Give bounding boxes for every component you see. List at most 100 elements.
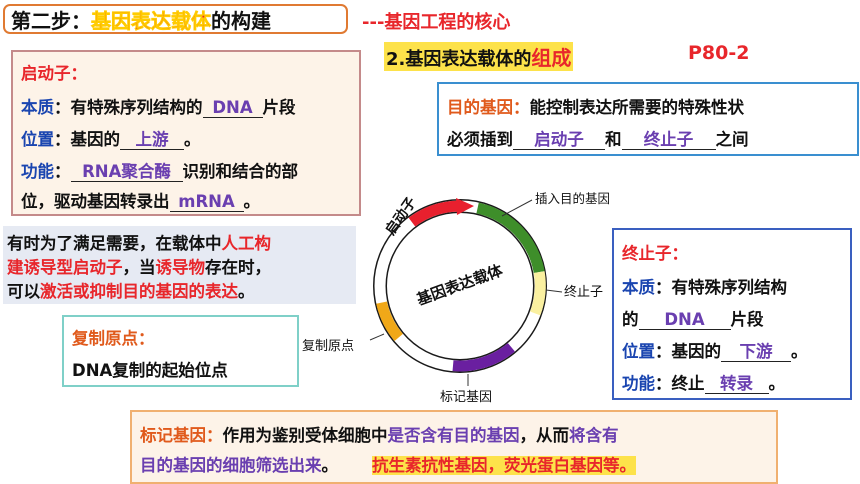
promoter-position-label: 位置 [21,130,54,149]
title-rest: 的构建 [211,9,271,33]
promoter-position-answer: 上游 [120,131,184,150]
origin-label: 复制原点： [72,329,155,348]
note-line2: 建诱导型启动子，当诱导物存在时， [7,254,271,278]
promoter-position: 位置：基因的上游。 [21,126,201,150]
note-p2: ，当 [122,258,156,277]
insert-leader-line [501,199,533,217]
terminator-position-label: 位置 [622,342,655,361]
marker-p1: 作用为鉴别受体细胞中 [222,426,388,445]
note-r3: 诱导物 [155,258,206,277]
subtitle-prefix: 2.基因表达载体的 [386,49,532,70]
terminator-nature: 本质：有特殊序列结构 [622,274,787,298]
note-box: 有时为了满足需要，在载体中人工构 建诱导型启动子，当诱导物存在时， 可以激活或抑… [3,226,356,304]
note-line1: 有时为了满足需要，在载体中人工构 [7,230,271,254]
promoter-arrow [408,200,458,227]
core-prefix: --- [362,12,385,33]
title-box: 第二步：基因表达载体的构建 [3,4,348,34]
target-line1-text: 能控制表达所需要的特殊性状 [529,98,745,117]
terminator-position-post: 。 [791,342,808,361]
diagram-terminator-label: 终止子 [564,284,603,300]
terminator-nature-line2-pre: 的 [622,310,639,329]
promoter-nature-pre: ：有特殊序列结构的 [54,98,203,117]
promoter-nature-answer: DNA [202,99,263,118]
promoter-function-answer: RNA聚合酶 [70,163,183,182]
promoter-nature-label: 本质 [21,98,54,117]
marker-purple3: 目的基因的细胞筛选出来 [140,456,322,475]
promoter-position-post: 。 [184,130,201,149]
promoter-function-label: 功能 [21,162,54,181]
origin-text: DNA复制的起始位点 [72,361,228,380]
plasmid-center-label: 基因表达载体 [413,261,506,309]
terminator-heading: 终止子： [622,244,688,263]
promoter-nature-post: 片段 [262,98,296,117]
origin-segment [376,301,404,341]
core-label: ---基因工程的核心 [362,8,510,34]
target-label: 目的基因： [447,98,530,117]
marker-purple2: 将含有 [569,426,619,445]
title-step: 第二步： [11,9,91,33]
insert-gene-segment [476,202,545,274]
marker-label: 标记基因： [140,426,223,445]
target-line2-post: 之间 [715,130,749,149]
target-gene-box: 目的基因：能控制表达所需要的特殊性状 必须插到启动子和终止子之间 [437,82,859,156]
terminator-function: 功能：终止转录。 [622,370,785,394]
terminator-nature-text: ：有特殊序列结构 [655,278,787,297]
terminator-position-pre: ：基因的 [655,342,721,361]
promoter-function-post: 识别和结合的部 [182,162,299,181]
promoter-function-line2-post: 。 [243,192,261,211]
diagram-origin-label: 复制原点 [302,339,354,354]
target-line1: 目的基因：能控制表达所需要的特殊性状 [447,94,744,118]
terminator-position-answer: 下游 [721,343,791,362]
marker-p2: ，从而 [519,426,570,445]
marker-line2: 目的基因的细胞筛选出来。 抗生素抗性基因，荧光蛋白基因等。 [140,452,636,476]
promoter-arrowhead [456,198,474,215]
terminator-function-pre: ：终止 [655,374,705,393]
note-r2: 建诱导型启动子 [7,258,123,277]
diagram-insert-label: 插入目的基因 [535,191,610,206]
note-r1: 人工构 [221,234,272,253]
title-highlight: 基因表达载体 [91,9,212,34]
promoter-function-pre: ： [54,162,71,181]
plasmid-diagram: 基因表达载体 启动子 插入目的基因 终止子 复制原点 标记基因 [302,191,610,405]
target-answer-promoter: 启动子 [513,131,605,150]
target-line2: 必须插到启动子和终止子之间 [447,126,749,150]
marker-purple1: 是否含有目的基因 [387,426,520,445]
terminator-nature-line2-post: 片段 [730,310,764,329]
marker-line1: 标记基因：作用为鉴别受体细胞中是否含有目的基因，从而将含有 [140,422,619,446]
note-line3: 可以激活或抑制目的基因的表达。 [7,278,255,302]
subtitle-highlight: 组成 [531,46,572,70]
note-p1: 有时为了满足需要，在载体中 [7,234,222,253]
note-p5: 。 [238,282,255,301]
marker-examples: 抗生素抗性基因，荧光蛋白基因等。 [372,456,636,475]
promoter-function-line2-pre: 位，驱动基因转录出 [21,192,170,211]
marker-box: 标记基因：作用为鉴别受体细胞中是否含有目的基因，从而将含有 目的基因的细胞筛选出… [130,410,778,484]
target-answer-terminator: 终止子 [621,131,716,150]
terminator-position: 位置：基因的下游。 [622,338,808,362]
terminator-function-label: 功能 [622,374,655,393]
promoter-mrna-answer: mRNA [169,193,244,212]
terminator-segment [529,271,546,316]
target-line2-pre: 必须插到 [447,130,513,149]
terminator-function-answer: 转录 [704,375,769,394]
origin-box: 复制原点： DNA复制的起始位点 [62,315,299,387]
promoter-heading: 启动子： [21,64,87,83]
terminator-nature-label: 本质 [622,278,655,297]
note-p3: 存在时， [205,258,271,277]
note-r4: 激活或抑制目的基因的表达 [40,282,238,301]
target-mid: 和 [605,130,622,149]
promoter-function: 功能：RNA聚合酶识别和结合的部 [21,158,298,182]
core-text: 基因工程的核心 [384,12,511,33]
terminator-leader-line [545,289,563,293]
marker-gene-segment [452,342,515,372]
subtitle: 2.基因表达载体的组成 [384,42,574,71]
page-ref: P80-2 [688,42,750,64]
origin-leader-line [369,333,385,341]
marker-p3: 。 [321,456,339,475]
promoter-position-pre: ：基因的 [54,130,120,149]
diagram-marker-label: 标记基因 [440,390,492,405]
